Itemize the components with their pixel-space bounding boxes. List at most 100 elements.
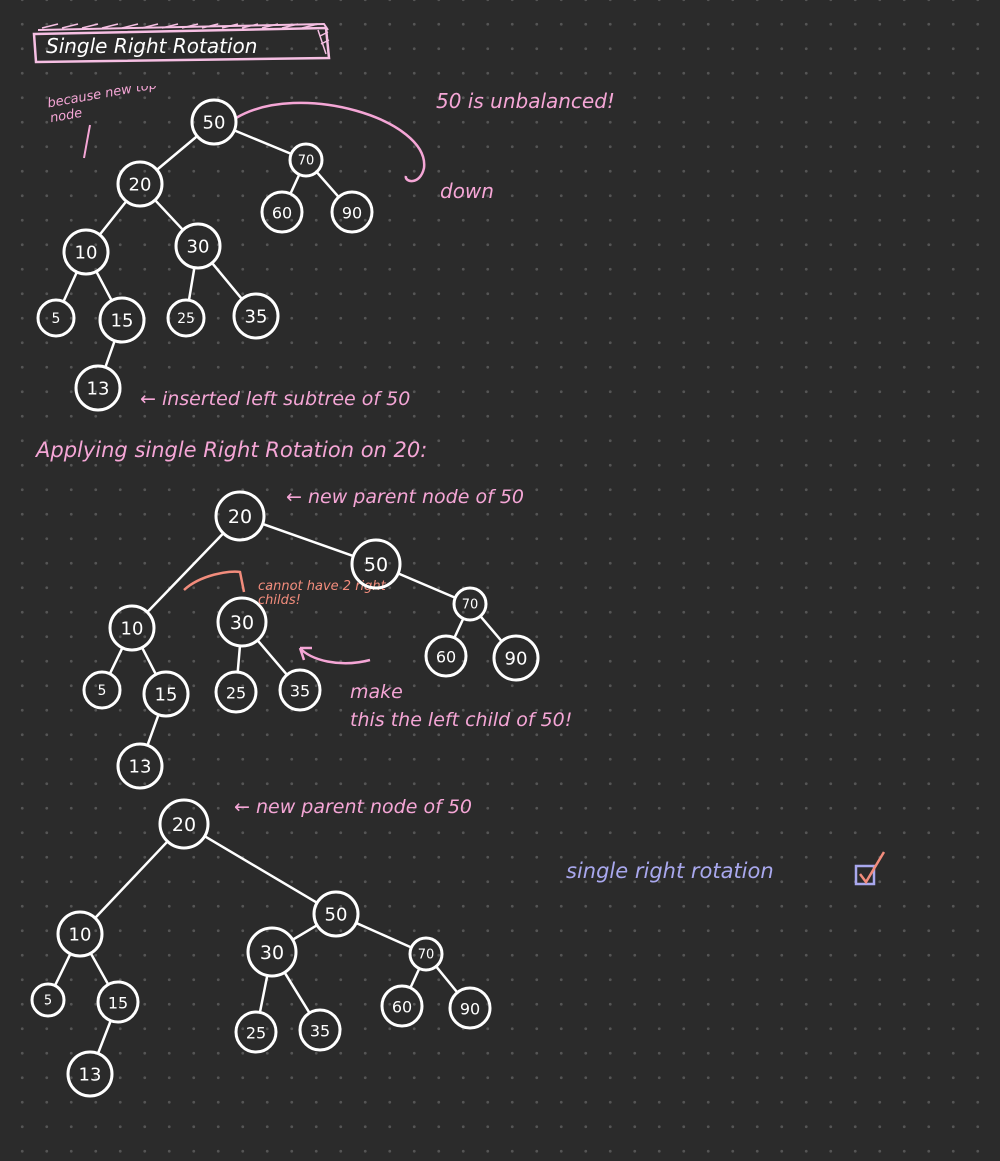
node-circle — [30, 982, 66, 1018]
edge-30-35 — [283, 971, 311, 1015]
node-13: 13 — [66, 1050, 114, 1098]
node-60: 60 — [380, 984, 424, 1028]
node-circle — [98, 296, 146, 344]
node-circle — [298, 1008, 342, 1052]
node-circle — [62, 228, 110, 276]
node-50: 50 — [190, 98, 238, 146]
node-60: 60 — [260, 190, 304, 234]
node-label: 70 — [418, 948, 435, 963]
edge-15-13 — [96, 1019, 113, 1055]
node-70: 70 — [452, 586, 488, 622]
node-50: 50 — [312, 890, 360, 938]
node-25: 25 — [214, 670, 258, 714]
node-circle — [36, 298, 76, 338]
node-10: 10 — [108, 604, 156, 652]
node-label: 90 — [460, 1000, 480, 1019]
edge-10-15 — [140, 646, 158, 676]
edge-10-15 — [89, 951, 110, 986]
node-circle — [214, 670, 258, 714]
edge-30-25 — [258, 974, 269, 1014]
node-label: 60 — [272, 204, 292, 223]
edge-50-20 — [155, 134, 199, 172]
edge-50-70 — [233, 129, 293, 156]
node-30: 30 — [174, 222, 222, 270]
node-label: 5 — [98, 683, 107, 699]
node-circle — [350, 538, 402, 590]
node-10: 10 — [62, 228, 110, 276]
node-circle — [96, 980, 140, 1024]
move-arrow — [298, 646, 371, 665]
node-circle — [288, 142, 324, 178]
node-label: 70 — [462, 598, 479, 613]
node-20: 20 — [116, 160, 164, 208]
node-13: 13 — [74, 364, 122, 412]
edge-20-10 — [98, 199, 128, 237]
node-30: 30 — [246, 926, 298, 978]
edge-70-60 — [289, 173, 301, 196]
node-circle — [260, 190, 304, 234]
edge-20-10 — [93, 840, 169, 920]
node-label: 60 — [392, 998, 412, 1017]
node-circle — [448, 986, 492, 1030]
node-15: 15 — [96, 980, 140, 1024]
edge-20-50 — [261, 522, 355, 558]
edge-70-60 — [409, 967, 421, 990]
node-label: 35 — [245, 307, 268, 328]
node-label: 35 — [310, 1022, 330, 1041]
node-label: 50 — [364, 554, 388, 576]
node-60: 60 — [424, 634, 468, 678]
node-13: 13 — [116, 742, 164, 790]
node-circle — [330, 190, 374, 234]
node-90: 90 — [448, 986, 492, 1030]
edge-50-30 — [291, 923, 319, 941]
edge-70-60 — [453, 617, 465, 640]
cannot-note: cannot have 2 right childs! — [258, 580, 386, 608]
node-20: 20 — [214, 490, 266, 542]
edge-30-25 — [236, 644, 242, 674]
node-circle — [380, 984, 424, 1028]
edge-20-10 — [146, 532, 225, 614]
make-note-2: this the left child of 50! — [350, 709, 572, 731]
node-25: 25 — [166, 298, 206, 338]
node-label: 90 — [342, 204, 362, 223]
node-label: 25 — [177, 311, 195, 327]
node-label: 5 — [44, 994, 52, 1009]
node-circle — [116, 742, 164, 790]
node-label: 25 — [226, 684, 246, 703]
node-10: 10 — [56, 910, 104, 958]
node-35: 35 — [232, 292, 280, 340]
edge-15-13 — [104, 339, 116, 369]
node-35: 35 — [298, 1008, 342, 1052]
edge-50-70 — [354, 921, 413, 949]
node-circle — [278, 668, 322, 712]
node-15: 15 — [142, 670, 190, 718]
node-label: 20 — [129, 175, 152, 196]
edge-70-90 — [315, 170, 340, 199]
node-label: 90 — [505, 649, 528, 670]
applying-label: Applying single Right Rotation on 20: — [34, 438, 427, 462]
edge-15-13 — [146, 713, 160, 747]
node-label: 35 — [290, 682, 310, 701]
node-circle — [214, 490, 266, 542]
side-note-group: because new top node — [48, 86, 158, 159]
edge-70-90 — [434, 965, 459, 994]
edge-10-15 — [95, 270, 113, 302]
node-label: 15 — [111, 311, 134, 332]
node-label: 10 — [121, 619, 144, 640]
node-label: 13 — [79, 1065, 102, 1086]
node-90: 90 — [492, 634, 540, 682]
edge-10-5 — [108, 646, 124, 676]
node-circle — [312, 890, 360, 938]
node-20: 20 — [158, 798, 210, 850]
node-label: 30 — [260, 942, 284, 964]
node-circle — [158, 798, 210, 850]
node-circle — [234, 1010, 278, 1054]
down-label: down — [440, 179, 494, 203]
node-15: 15 — [98, 296, 146, 344]
edge-70-90 — [479, 614, 503, 643]
node-25: 25 — [234, 1010, 278, 1054]
node-circle — [424, 634, 468, 678]
node-circle — [74, 364, 122, 412]
